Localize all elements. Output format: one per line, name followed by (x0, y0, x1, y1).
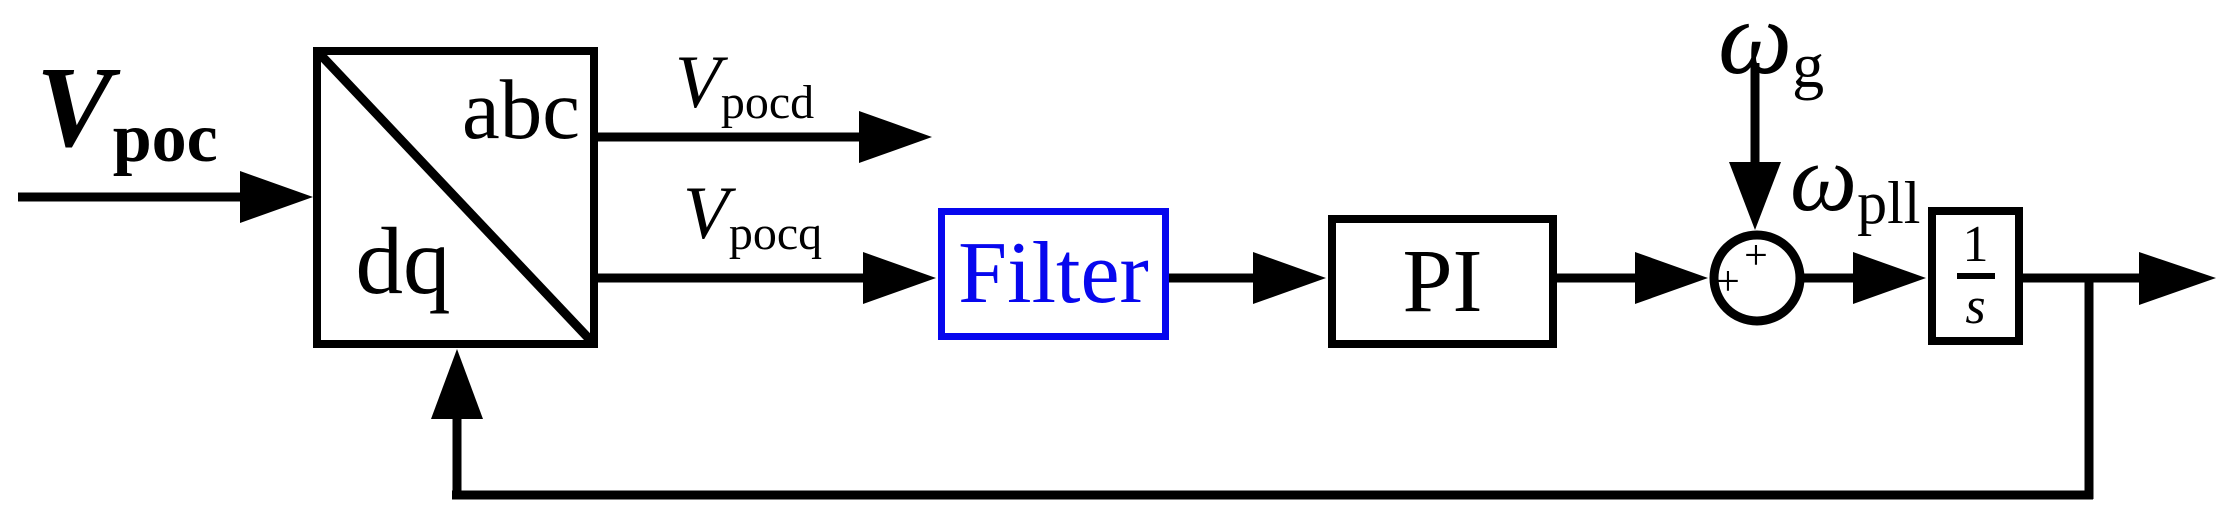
v-poc-symbol: V (36, 44, 113, 171)
sum-to-integrator-arrowhead-icon (1853, 252, 1926, 304)
label-omega-g: ωg (1718, 0, 1824, 98)
label-v-pocq: Vpocq (683, 176, 822, 257)
abc-dq-transform-box (313, 47, 598, 348)
transform-diagonal-line (313, 47, 598, 348)
label-omega-pll: ωpll (1790, 131, 1920, 234)
v-poc-subscript: poc (112, 100, 218, 178)
omega-g-arrowhead-icon (1729, 162, 1781, 230)
filter-block: Filter (938, 208, 1169, 340)
pi-label: PI (1402, 231, 1483, 331)
filter-to-pi-arrowhead-icon (1253, 252, 1326, 304)
v-pocq-symbol: V (683, 172, 729, 255)
sum-plus-left: + (1716, 259, 1740, 306)
label-v-poc: Vpoc (36, 50, 218, 174)
filter-label: Filter (958, 225, 1149, 322)
integrator-numerator: 1 (1956, 218, 1995, 279)
vpocd-arrowhead-icon (859, 111, 932, 163)
pi-block: PI (1328, 215, 1557, 348)
pi-to-sum-arrowhead-icon (1635, 252, 1708, 304)
input-arrowhead-icon (240, 171, 313, 223)
summing-junction-circle (1709, 230, 1805, 326)
omega-g-subscript: g (1792, 30, 1825, 102)
omega-pll-subscript: pll (1857, 170, 1921, 237)
output-arrowhead-icon (2139, 252, 2216, 305)
vpocq-arrowhead-icon (863, 252, 936, 304)
transform-dq-label: dq (355, 208, 451, 314)
omega-g-symbol: ω (1718, 0, 1793, 96)
v-pocd-symbol: V (675, 41, 721, 124)
label-v-pocd: Vpocd (675, 45, 814, 126)
transform-abc-label: abc (462, 63, 580, 157)
v-pocq-subscript: pocq (728, 206, 823, 260)
omega-pll-symbol: ω (1790, 125, 1858, 231)
feedback-arrowhead-icon (431, 349, 483, 419)
v-pocd-subscript: pocd (720, 75, 815, 129)
integrator-block: 1 s (1928, 207, 2023, 345)
sum-plus-top: + (1744, 233, 1768, 280)
integrator-denominator: s (1965, 277, 1986, 335)
